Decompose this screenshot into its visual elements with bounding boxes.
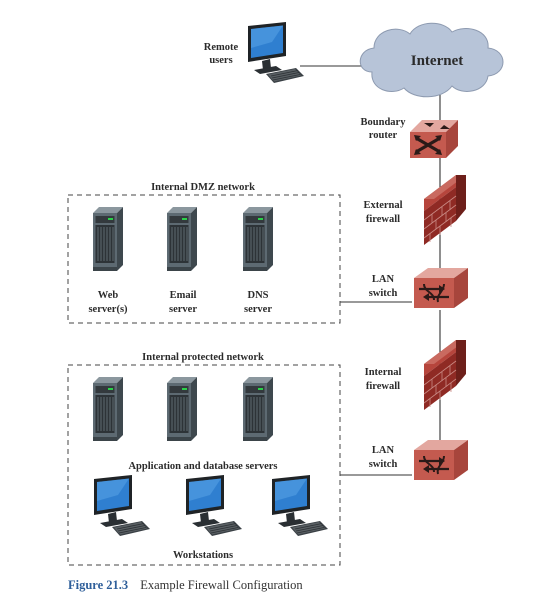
external-firewall-icon (423, 174, 467, 246)
internal-firewall-label-line1: Internal (365, 367, 402, 378)
web-server-label-line1: Web (98, 290, 119, 301)
svg-text:Figure 21.3 Example Fire: Figure 21.3 Example Firewall Configurati… (68, 576, 303, 593)
workstations-label: Workstations (173, 550, 233, 561)
protected-network-zone: Internal protected network Application a… (67, 352, 341, 566)
dmz-network-title: Internal DMZ network (151, 182, 255, 193)
web-server-icon (92, 206, 124, 272)
boundary-router-label-line1: Boundary (361, 117, 407, 128)
lan-switch-2-icon (412, 438, 470, 482)
lan-switch-1-icon (412, 266, 470, 310)
internet-cloud-icon (359, 22, 504, 98)
dns-server-label-line2: server (244, 304, 272, 315)
workstation-monitor-icon-3 (271, 474, 329, 537)
lan-switch-2-label-line2: switch (369, 459, 398, 470)
workstation-monitor-icon-2 (185, 474, 243, 537)
workstation-monitor-icon-1 (93, 474, 151, 537)
remote-users-label: Remote users (204, 42, 239, 66)
remote-users-label-line2: users (209, 55, 232, 66)
lan-switch-1-label-line2: switch (369, 288, 398, 299)
web-server-label-line2: server(s) (88, 304, 128, 315)
remote-users-label-line1: Remote (204, 42, 239, 53)
lan-switch-1-label-line1: LAN (372, 274, 395, 285)
lan-switch-2-label-line1: LAN (372, 445, 395, 456)
email-server-icon (166, 206, 198, 272)
caption-number: Figure 21.3 (68, 578, 128, 592)
router-icon (410, 120, 458, 158)
dns-server-icon (242, 206, 274, 272)
internal-firewall-label-line2: firewall (366, 381, 400, 392)
email-server-label-line2: server (169, 304, 197, 315)
dmz-network-zone: Internal DMZ network Web server(s) Email… (67, 182, 341, 324)
caption-text: Example Firewall Configuration (140, 578, 303, 592)
protected-network-title: Internal protected network (142, 352, 264, 363)
app-server-icon-2 (166, 376, 198, 442)
internet-label: Internet (411, 53, 464, 69)
app-db-servers-label: Application and database servers (128, 461, 277, 472)
external-firewall-label-line2: firewall (366, 214, 400, 225)
email-server-label-line1: Email (170, 290, 197, 301)
figure-caption: Figure 21.3 Example Firewall Configurati… (68, 576, 303, 593)
internal-firewall-icon (423, 339, 467, 411)
remote-users-monitor-icon (247, 21, 305, 84)
external-firewall-label-line1: External (363, 200, 402, 211)
internet-cloud: Internet (359, 22, 504, 98)
boundary-router-label-line2: router (369, 130, 398, 141)
app-server-icon-1 (92, 376, 124, 442)
db-server-icon (242, 376, 274, 442)
dns-server-label-line1: DNS (247, 290, 268, 301)
